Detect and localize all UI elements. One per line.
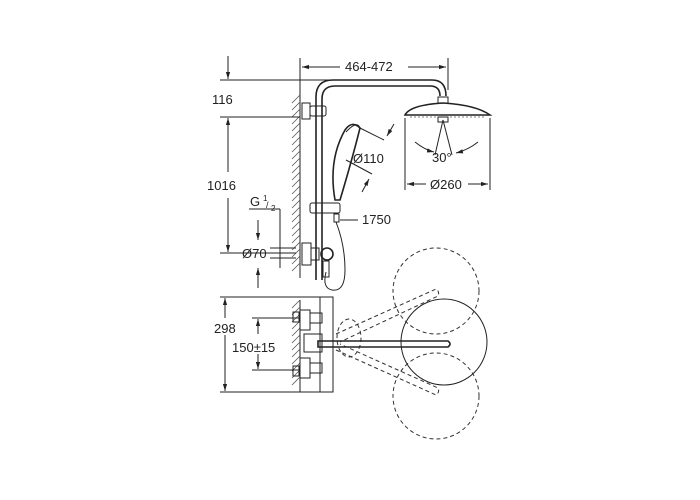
top-height-label: 116 <box>212 92 233 107</box>
wall-hatch-line <box>291 178 301 188</box>
wall-hatch-line <box>291 164 301 174</box>
hose-length-label: 1750 <box>362 212 391 227</box>
wall-hatch-line <box>291 129 301 139</box>
hand-shower-diameter-label: Ø110 <box>353 151 384 166</box>
spray-angle-label: 30° <box>432 150 452 165</box>
outlet-diameter-label: Ø70 <box>242 246 267 261</box>
projection-dimension: 464-472 <box>299 58 449 95</box>
wall-hatch-line <box>291 255 301 265</box>
wall-hatch-line <box>291 94 301 104</box>
wall-hatch-line <box>291 143 301 153</box>
wall-hatch-line <box>291 185 301 195</box>
top-view-mixer-icon <box>292 296 362 393</box>
wall-hatch-line <box>291 376 301 386</box>
wall-upper <box>291 94 301 278</box>
wall-hatch-line <box>291 234 301 244</box>
wall-hatch-line <box>291 136 301 146</box>
height-label: 1016 <box>207 178 236 193</box>
outlet-dimensions: G 1 / 2 Ø70 <box>242 194 296 288</box>
thread-denominator: 2 <box>271 204 276 213</box>
mixer-dimensions: 298 150±15 <box>214 296 333 393</box>
wall-hatch-line <box>291 157 301 167</box>
wall-hatch-line <box>291 192 301 202</box>
height-dimensions: 116 1016 <box>207 56 330 254</box>
thread-slash: / <box>266 200 269 210</box>
wall-hatch-line <box>291 355 301 365</box>
wall-hatch-line <box>291 213 301 223</box>
shower-riser-pipe <box>301 79 447 280</box>
thread-label: G <box>250 194 260 209</box>
wall-hatch-line <box>291 327 301 337</box>
shower-arm-rotation <box>317 247 488 440</box>
wall-hatch-line <box>291 108 301 118</box>
wall-hatch-line <box>291 341 301 351</box>
projection-label: 464-472 <box>345 59 393 74</box>
thread-numerator: 1 <box>263 194 268 203</box>
mixer-height-label: 298 <box>214 321 236 336</box>
wall-hatch-line <box>291 299 301 309</box>
wall-hatch-line <box>291 122 301 132</box>
wall-hatch-line <box>291 150 301 160</box>
wall-hatch-line <box>291 227 301 237</box>
hand-shower-icon: Ø110 1750 <box>309 123 395 291</box>
head-shower-icon: 30° Ø260 <box>403 96 493 192</box>
head-diameter-label: Ø260 <box>430 177 462 192</box>
wall-hatch-line <box>291 199 301 209</box>
wall-hatch-line <box>291 101 301 111</box>
wall-hatch-line <box>291 220 301 230</box>
connection-spacing-label: 150±15 <box>232 340 275 355</box>
side-mixer-icon <box>301 242 334 278</box>
wall-hatch-line <box>291 348 301 358</box>
wall-hatch-line <box>291 171 301 181</box>
wall-hatch-line <box>291 334 301 344</box>
wall-hatch-line <box>291 241 301 251</box>
wall-hatch-line <box>291 206 301 216</box>
wall-hatch-line <box>291 262 301 272</box>
